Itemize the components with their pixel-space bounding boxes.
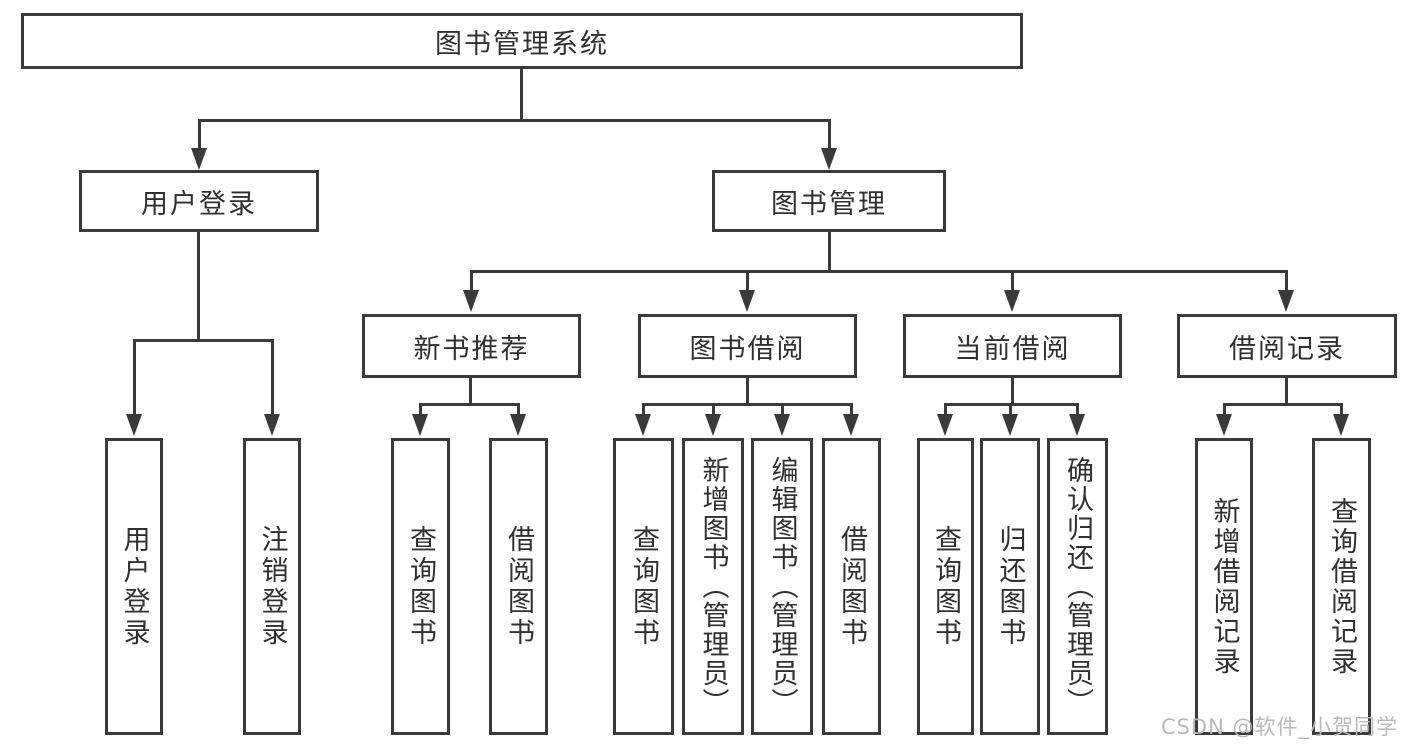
connector-line: [520, 69, 523, 121]
connector-line: [1076, 403, 1079, 417]
arrowhead-icon: [774, 414, 790, 436]
node-borrowing-borrow-books: 借阅图书: [822, 438, 881, 735]
connector-line: [271, 339, 274, 417]
arrowhead-icon: [1216, 414, 1232, 436]
connector-line: [133, 339, 274, 342]
connector-line: [1009, 403, 1012, 417]
node-library-system: 图书管理系统: [21, 13, 1023, 69]
connector-line: [850, 403, 853, 417]
connector-line: [470, 270, 473, 292]
node-add-books-admin: 新增图书（管理员）: [682, 438, 744, 735]
node-current-borrowing-label: 当前借阅: [954, 333, 1071, 365]
node-borrow-records-label: 借阅记录: [1229, 333, 1345, 365]
node-edit-books-admin-label: 编辑图书（管理员）: [766, 456, 798, 717]
arrowhead-icon: [191, 148, 207, 170]
node-borrow-records: 借阅记录: [1177, 314, 1397, 378]
node-new-book-recommend-label: 新书推荐: [413, 333, 530, 365]
node-library-system-label: 图书管理系统: [435, 28, 609, 60]
node-user-login-label: 用户登录: [141, 188, 257, 220]
arrowhead-icon: [739, 290, 755, 312]
connector-line: [642, 403, 645, 417]
node-recommend-query-books-label: 查询图书: [405, 524, 436, 649]
arrowhead-icon: [264, 414, 280, 436]
node-recommend-borrow-books: 借阅图书: [489, 438, 548, 735]
node-add-borrow-record: 新增借阅记录: [1195, 438, 1253, 735]
connector-line: [133, 339, 136, 417]
node-user-login: 用户登录: [79, 170, 319, 232]
arrowhead-icon: [1069, 414, 1085, 436]
node-book-management-label: 图书管理: [771, 188, 887, 220]
arrowhead-icon: [1004, 290, 1020, 312]
node-book-borrowing-label: 图书借阅: [689, 333, 806, 365]
node-confirm-return-admin-label: 确认归还（管理员）: [1062, 456, 1093, 717]
node-edit-books-admin: 编辑图书（管理员）: [751, 438, 813, 735]
arrowhead-icon: [843, 414, 859, 436]
arrowhead-icon: [635, 414, 651, 436]
connector-line: [1285, 378, 1288, 406]
node-add-borrow-record-label: 新增借阅记录: [1208, 496, 1240, 677]
node-return-books: 归还图书: [980, 438, 1040, 735]
arrowhead-icon: [510, 414, 526, 436]
node-recommend-borrow-books-label: 借阅图书: [503, 524, 534, 649]
node-borrowing-query-books-label: 查询图书: [628, 524, 659, 649]
node-current-query-books-label: 查询图书: [930, 524, 961, 649]
arrowhead-icon: [463, 290, 479, 312]
arrowhead-icon: [126, 414, 142, 436]
connector-line: [746, 270, 749, 292]
csdn-watermark: CSDN @软件_小贺同学: [1160, 715, 1398, 739]
node-current-query-books: 查询图书: [917, 438, 974, 735]
node-query-borrow-record: 查询借阅记录: [1312, 438, 1371, 735]
node-user-login-action: 用户登录: [105, 438, 163, 735]
node-recommend-query-books: 查询图书: [391, 438, 450, 735]
connector-line: [419, 403, 422, 417]
arrowhead-icon: [1002, 414, 1018, 436]
node-query-borrow-record-label: 查询借阅记录: [1326, 496, 1357, 677]
node-add-books-admin-label: 新增图书（管理员）: [697, 456, 729, 717]
node-logout-action-label: 注销登录: [256, 524, 288, 649]
connector-line: [1285, 270, 1288, 292]
connector-line: [828, 119, 831, 150]
node-logout-action: 注销登录: [243, 438, 301, 735]
connector-line: [1223, 403, 1226, 417]
node-current-borrowing: 当前借阅: [903, 314, 1122, 378]
arrowhead-icon: [937, 414, 953, 436]
node-book-management: 图书管理: [712, 170, 946, 232]
connector-line: [198, 119, 831, 122]
arrowhead-icon: [412, 414, 428, 436]
node-user-login-action-label: 用户登录: [118, 524, 150, 649]
connector-line: [1340, 403, 1343, 417]
connector-line: [642, 403, 852, 406]
connector-line: [419, 403, 520, 406]
connector-line: [1011, 378, 1014, 406]
connector-line: [469, 378, 472, 406]
node-book-borrowing: 图书借阅: [638, 314, 857, 378]
connector-line: [712, 403, 715, 417]
connector-line: [1223, 403, 1342, 406]
connector-line: [828, 232, 831, 273]
node-confirm-return-admin: 确认归还（管理员）: [1047, 438, 1108, 735]
connector-line: [198, 119, 201, 150]
node-borrowing-borrow-books-label: 借阅图书: [836, 524, 867, 649]
connector-line: [944, 403, 947, 417]
arrowhead-icon: [705, 414, 721, 436]
node-borrowing-query-books: 查询图书: [613, 438, 674, 735]
connector-line: [517, 403, 520, 417]
connector-line: [197, 232, 200, 341]
connector-line: [781, 403, 784, 417]
arrowhead-icon: [1333, 414, 1349, 436]
connector-line: [470, 270, 1288, 273]
arrowhead-icon: [821, 148, 837, 170]
connector-line: [746, 378, 749, 406]
node-return-books-label: 归还图书: [994, 524, 1026, 649]
node-new-book-recommend: 新书推荐: [362, 314, 581, 378]
connector-line: [1011, 270, 1014, 292]
arrowhead-icon: [1278, 290, 1294, 312]
